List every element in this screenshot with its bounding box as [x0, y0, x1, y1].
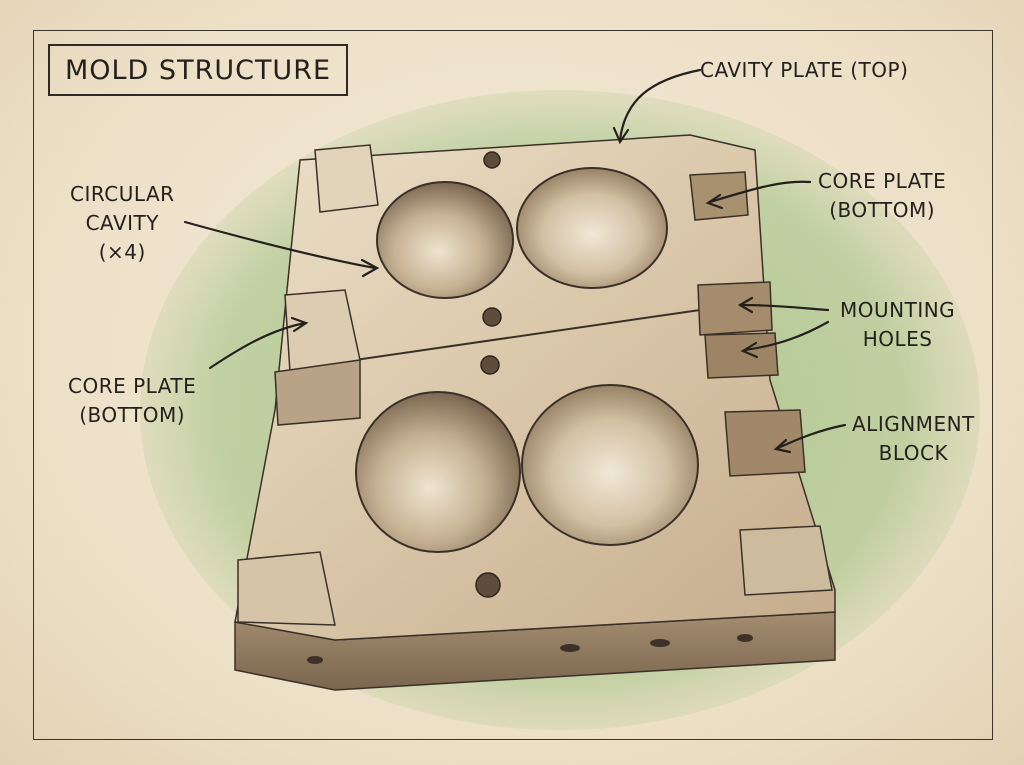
drawing-frame	[33, 30, 993, 740]
arrow-circular-cavity	[183, 220, 377, 270]
label-cavity-plate-top-text: CAVITY PLATE (TOP)	[700, 58, 909, 82]
cavity-2	[516, 167, 668, 289]
label-core-plate-left: CORE PLATE (BOTTOM)	[68, 372, 196, 430]
block-core-left-side	[274, 359, 361, 426]
arrow-core-plate-left	[208, 321, 307, 370]
arrow-core-plate-right	[708, 180, 812, 204]
label-cavity-plate-top: CAVITY PLATE (TOP)	[700, 56, 908, 85]
label-alignment-block-line1: ALIGNMENT	[852, 412, 975, 436]
label-alignment-block: ALIGNMENT BLOCK	[852, 410, 975, 468]
label-circular-cavity-line3: (×4)	[98, 240, 146, 264]
bolt-hole-1	[483, 151, 501, 169]
front-hole-3	[737, 634, 753, 642]
alignment-block-pocket	[724, 409, 806, 477]
bolt-hole-3	[480, 355, 500, 375]
label-core-plate-right: CORE PLATE (BOTTOM)	[818, 167, 946, 225]
pocket-mounting-upper	[697, 281, 773, 336]
label-core-plate-right-line1: CORE PLATE	[818, 169, 947, 193]
front-hole-1	[560, 644, 580, 652]
pocket-mounting-lower	[704, 332, 779, 379]
cavity-1	[376, 181, 514, 299]
bolt-hole-2	[482, 307, 502, 327]
arrow-mounting-lower	[743, 320, 830, 352]
label-mounting-holes: MOUNTING HOLES	[840, 296, 955, 354]
arrow-mounting-upper	[740, 303, 830, 312]
front-hole-2	[650, 639, 670, 647]
label-core-plate-left-line2: (BOTTOM)	[79, 403, 186, 427]
cavity-3	[355, 391, 521, 553]
arrow-cavity-plate-top	[618, 68, 702, 142]
label-mounting-holes-line1: MOUNTING	[840, 298, 956, 322]
block-bottom-left	[237, 551, 336, 626]
label-core-plate-left-line1: CORE PLATE	[68, 374, 197, 398]
block-bottom-right	[739, 525, 833, 596]
arrow-head-cavity-plate-top	[612, 126, 630, 145]
title-box: MOLD STRUCTURE	[48, 44, 348, 96]
label-circular-cavity: CIRCULAR CAVITY (×4)	[70, 180, 175, 267]
block-top-left	[314, 144, 379, 213]
label-circular-cavity-line1: CIRCULAR	[70, 182, 175, 206]
parting-line	[354, 309, 701, 361]
label-circular-cavity-line2: CAVITY	[85, 211, 159, 235]
arrow-alignment-block	[776, 423, 847, 450]
page-title: MOLD STRUCTURE	[64, 54, 332, 86]
bolt-hole-4	[475, 572, 501, 598]
label-core-plate-right-line2: (BOTTOM)	[829, 198, 936, 222]
cavity-4	[521, 384, 699, 546]
label-mounting-holes-line2: HOLES	[862, 327, 933, 351]
label-alignment-block-line2: BLOCK	[878, 441, 949, 465]
front-hole-4	[307, 656, 323, 664]
